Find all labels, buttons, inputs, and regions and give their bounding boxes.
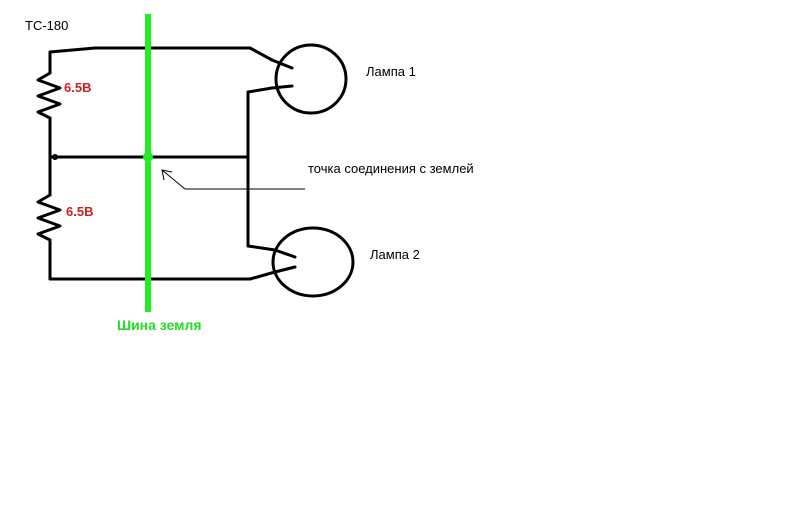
lamp-2-lead-top-a [246, 244, 277, 252]
lamp-2-label: Лампа 2 [370, 247, 420, 262]
ground-pointer-line-diagonal [161, 169, 186, 190]
lamp-2-bulb [271, 226, 355, 298]
lamp-1-bulb [274, 43, 348, 115]
ground-junction-node [143, 152, 153, 162]
resistor-top-voltage-label: 6.5В [64, 80, 91, 95]
lamp-1-lead-bottom-a [246, 86, 274, 94]
resistor-top [36, 71, 62, 120]
lamp-2-lead-bottom-b [273, 265, 297, 274]
ground-pointer-arrowhead [161, 169, 173, 181]
lamp-2-lead-top-b [273, 248, 297, 259]
transformer-label: ТС-180 [25, 18, 68, 33]
resistor-bottom-voltage-label: 6.5В [66, 204, 93, 219]
top-stub [48, 46, 97, 54]
ground-point-label: точка соединения с землей [308, 161, 474, 176]
lamp-1-lead-top-a [248, 46, 274, 62]
ground-bus-label: Шина земля [117, 317, 202, 333]
lamp-1-label: Лампа 1 [366, 64, 416, 79]
lamp-1-lead-bottom-b [270, 84, 294, 90]
resistor-bottom [36, 193, 62, 242]
lamp-2-lead-bottom-a [248, 270, 277, 281]
lamp-1-lead-top-b [270, 58, 294, 70]
